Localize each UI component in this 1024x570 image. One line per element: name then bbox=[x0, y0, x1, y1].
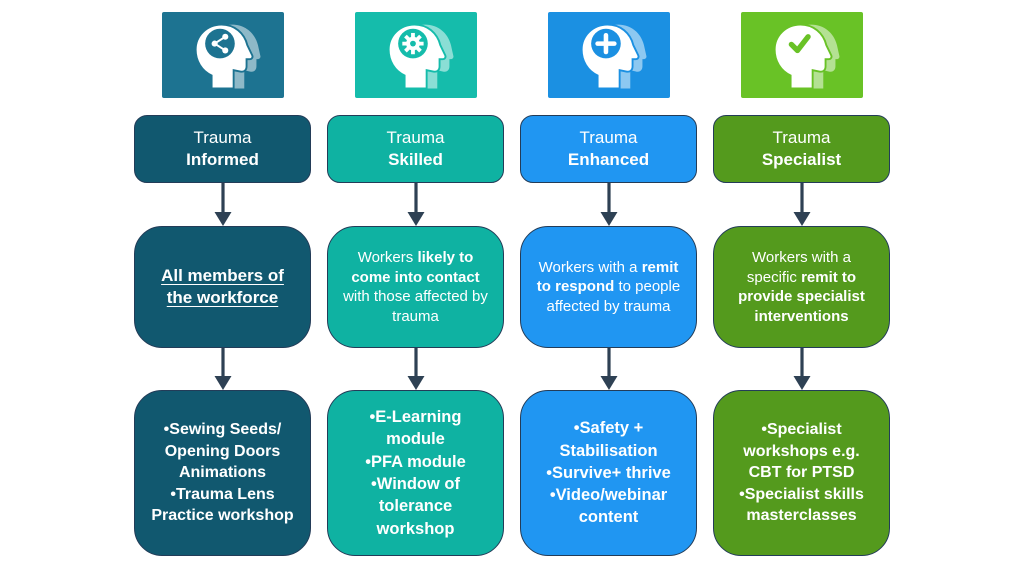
title-word-1: Trauma bbox=[772, 127, 831, 147]
audience-text: All members of the workforce bbox=[161, 265, 284, 307]
audience-box-trauma-skilled: Workers likely to come into contact with… bbox=[327, 226, 504, 348]
offer-box-trauma-informed: •Sewing Seeds/ Opening Doors Animations•… bbox=[134, 390, 311, 556]
icon-tile bbox=[740, 12, 863, 98]
offer-list: •E-Learning module•PFA module•Window of … bbox=[365, 408, 466, 538]
check-in-head-icon bbox=[773, 23, 839, 90]
gear-in-head-icon bbox=[387, 23, 453, 90]
column-trauma-skilled: Trauma Skilled Workers likely to come in… bbox=[327, 12, 504, 570]
icon-tile bbox=[354, 12, 477, 98]
offer-box-trauma-skilled: •E-Learning module•PFA module•Window of … bbox=[327, 390, 504, 556]
down-arrow-icon bbox=[212, 183, 234, 226]
title-box-trauma-skilled: Trauma Skilled bbox=[327, 115, 504, 183]
down-arrow-icon bbox=[598, 348, 620, 390]
offer-box-trauma-enhanced: •Safety + Stabilisation•Survive+ thrive•… bbox=[520, 390, 697, 556]
icon-tile bbox=[547, 12, 670, 98]
icon-tile bbox=[161, 12, 284, 98]
offer-box-trauma-specialist: •Specialist workshops e.g. CBT for PTSD•… bbox=[713, 390, 890, 556]
down-arrow-icon bbox=[212, 348, 234, 390]
title-word-2: Informed bbox=[186, 150, 259, 169]
title-word-2: Skilled bbox=[388, 150, 443, 169]
title-box-trauma-informed: Trauma Informed bbox=[134, 115, 311, 183]
down-arrow-icon bbox=[405, 348, 427, 390]
column-trauma-informed: Trauma Informed All members of the workf… bbox=[134, 12, 311, 570]
title-word-2: Enhanced bbox=[567, 150, 650, 169]
audience-box-trauma-specialist: Workers with a specific remit to provide… bbox=[713, 226, 890, 348]
title-word-2: Specialist bbox=[761, 150, 842, 169]
offer-list: •Specialist workshops e.g. CBT for PTSD•… bbox=[739, 421, 864, 525]
audience-text: Workers likely to come into contact with… bbox=[343, 249, 488, 325]
title-word-1: Trauma bbox=[579, 127, 638, 147]
audience-box-trauma-informed: All members of the workforce bbox=[134, 226, 311, 348]
column-trauma-specialist: Trauma Specialist Workers with a specifi… bbox=[713, 12, 890, 570]
audience-box-trauma-enhanced: Workers with a remit to respond to peopl… bbox=[520, 226, 697, 348]
title-word-1: Trauma bbox=[386, 127, 445, 147]
offer-list: •Safety + Stabilisation•Survive+ thrive•… bbox=[546, 419, 671, 527]
title-box-trauma-enhanced: Trauma Enhanced bbox=[520, 115, 697, 183]
column-trauma-enhanced: Trauma Enhanced Workers with a remit to … bbox=[520, 12, 697, 570]
audience-text: Workers with a remit to respond to peopl… bbox=[536, 258, 681, 315]
title-word-1: Trauma bbox=[193, 127, 252, 147]
down-arrow-icon bbox=[791, 183, 813, 226]
share-in-head-icon bbox=[194, 23, 260, 90]
offer-list: •Sewing Seeds/ Opening Doors Animations•… bbox=[151, 421, 294, 525]
title-box-trauma-specialist: Trauma Specialist bbox=[713, 115, 890, 183]
down-arrow-icon bbox=[598, 183, 620, 226]
down-arrow-icon bbox=[405, 183, 427, 226]
audience-text: Workers with a specific remit to provide… bbox=[738, 249, 865, 325]
plus-in-head-icon bbox=[580, 23, 646, 90]
down-arrow-icon bbox=[791, 348, 813, 390]
